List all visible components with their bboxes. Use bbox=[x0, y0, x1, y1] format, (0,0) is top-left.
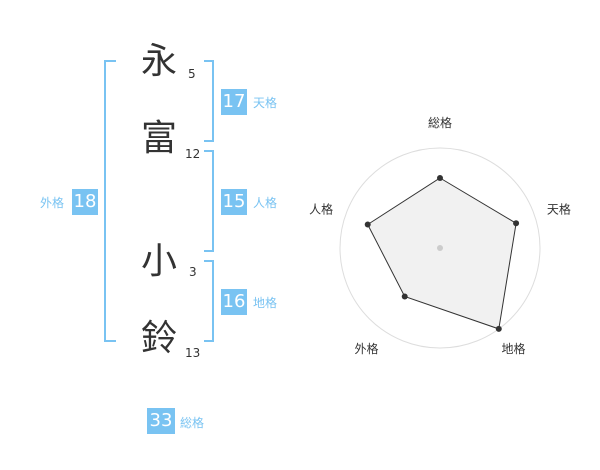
name-char-1: 永 bbox=[141, 41, 178, 82]
stroke-count-1: 5 bbox=[188, 67, 196, 81]
radar-point-3 bbox=[495, 325, 502, 332]
tenkaku-value: 17 bbox=[221, 89, 247, 115]
jinkaku-bracket bbox=[204, 150, 214, 252]
gaikaku-value: 18 bbox=[72, 189, 98, 215]
name-char-2: 富 bbox=[141, 118, 178, 159]
radar-data-polygon bbox=[367, 177, 517, 330]
jinkaku-label: 人格 bbox=[253, 196, 278, 210]
jinkaku-value: 15 bbox=[221, 189, 247, 215]
name-char-4: 鈴 bbox=[141, 318, 178, 359]
chikaku-bracket bbox=[204, 260, 214, 342]
radar-axis-label-4: 外格 bbox=[354, 341, 378, 356]
stroke-count-3: 3 bbox=[189, 265, 197, 279]
radar-axis-label-3: 地格 bbox=[501, 341, 525, 356]
radar-point-5 bbox=[364, 221, 371, 228]
soukaku-value: 33 bbox=[147, 408, 175, 434]
radar-axis-label-2: 天格 bbox=[547, 201, 571, 216]
stroke-count-2: 12 bbox=[185, 147, 201, 161]
soukaku-label: 総格 bbox=[180, 416, 205, 430]
radar-center-dot bbox=[437, 245, 443, 251]
gaikaku-bracket bbox=[104, 60, 116, 342]
stroke-count-4: 13 bbox=[185, 346, 201, 360]
name-char-3: 小 bbox=[141, 241, 178, 282]
radar-axis-label-5: 人格 bbox=[309, 201, 333, 216]
chikaku-label: 地格 bbox=[253, 296, 278, 310]
radar-points bbox=[364, 175, 520, 332]
gaikaku-label: 外格 bbox=[40, 196, 65, 210]
chikaku-value: 16 bbox=[221, 289, 247, 315]
radar-point-2 bbox=[513, 220, 520, 227]
radar-axis-label-1: 総格 bbox=[428, 115, 452, 130]
radar-point-1 bbox=[437, 175, 443, 181]
tenkaku-bracket bbox=[204, 60, 214, 142]
radar-point-4 bbox=[401, 293, 408, 300]
tenkaku-label: 天格 bbox=[253, 96, 278, 110]
